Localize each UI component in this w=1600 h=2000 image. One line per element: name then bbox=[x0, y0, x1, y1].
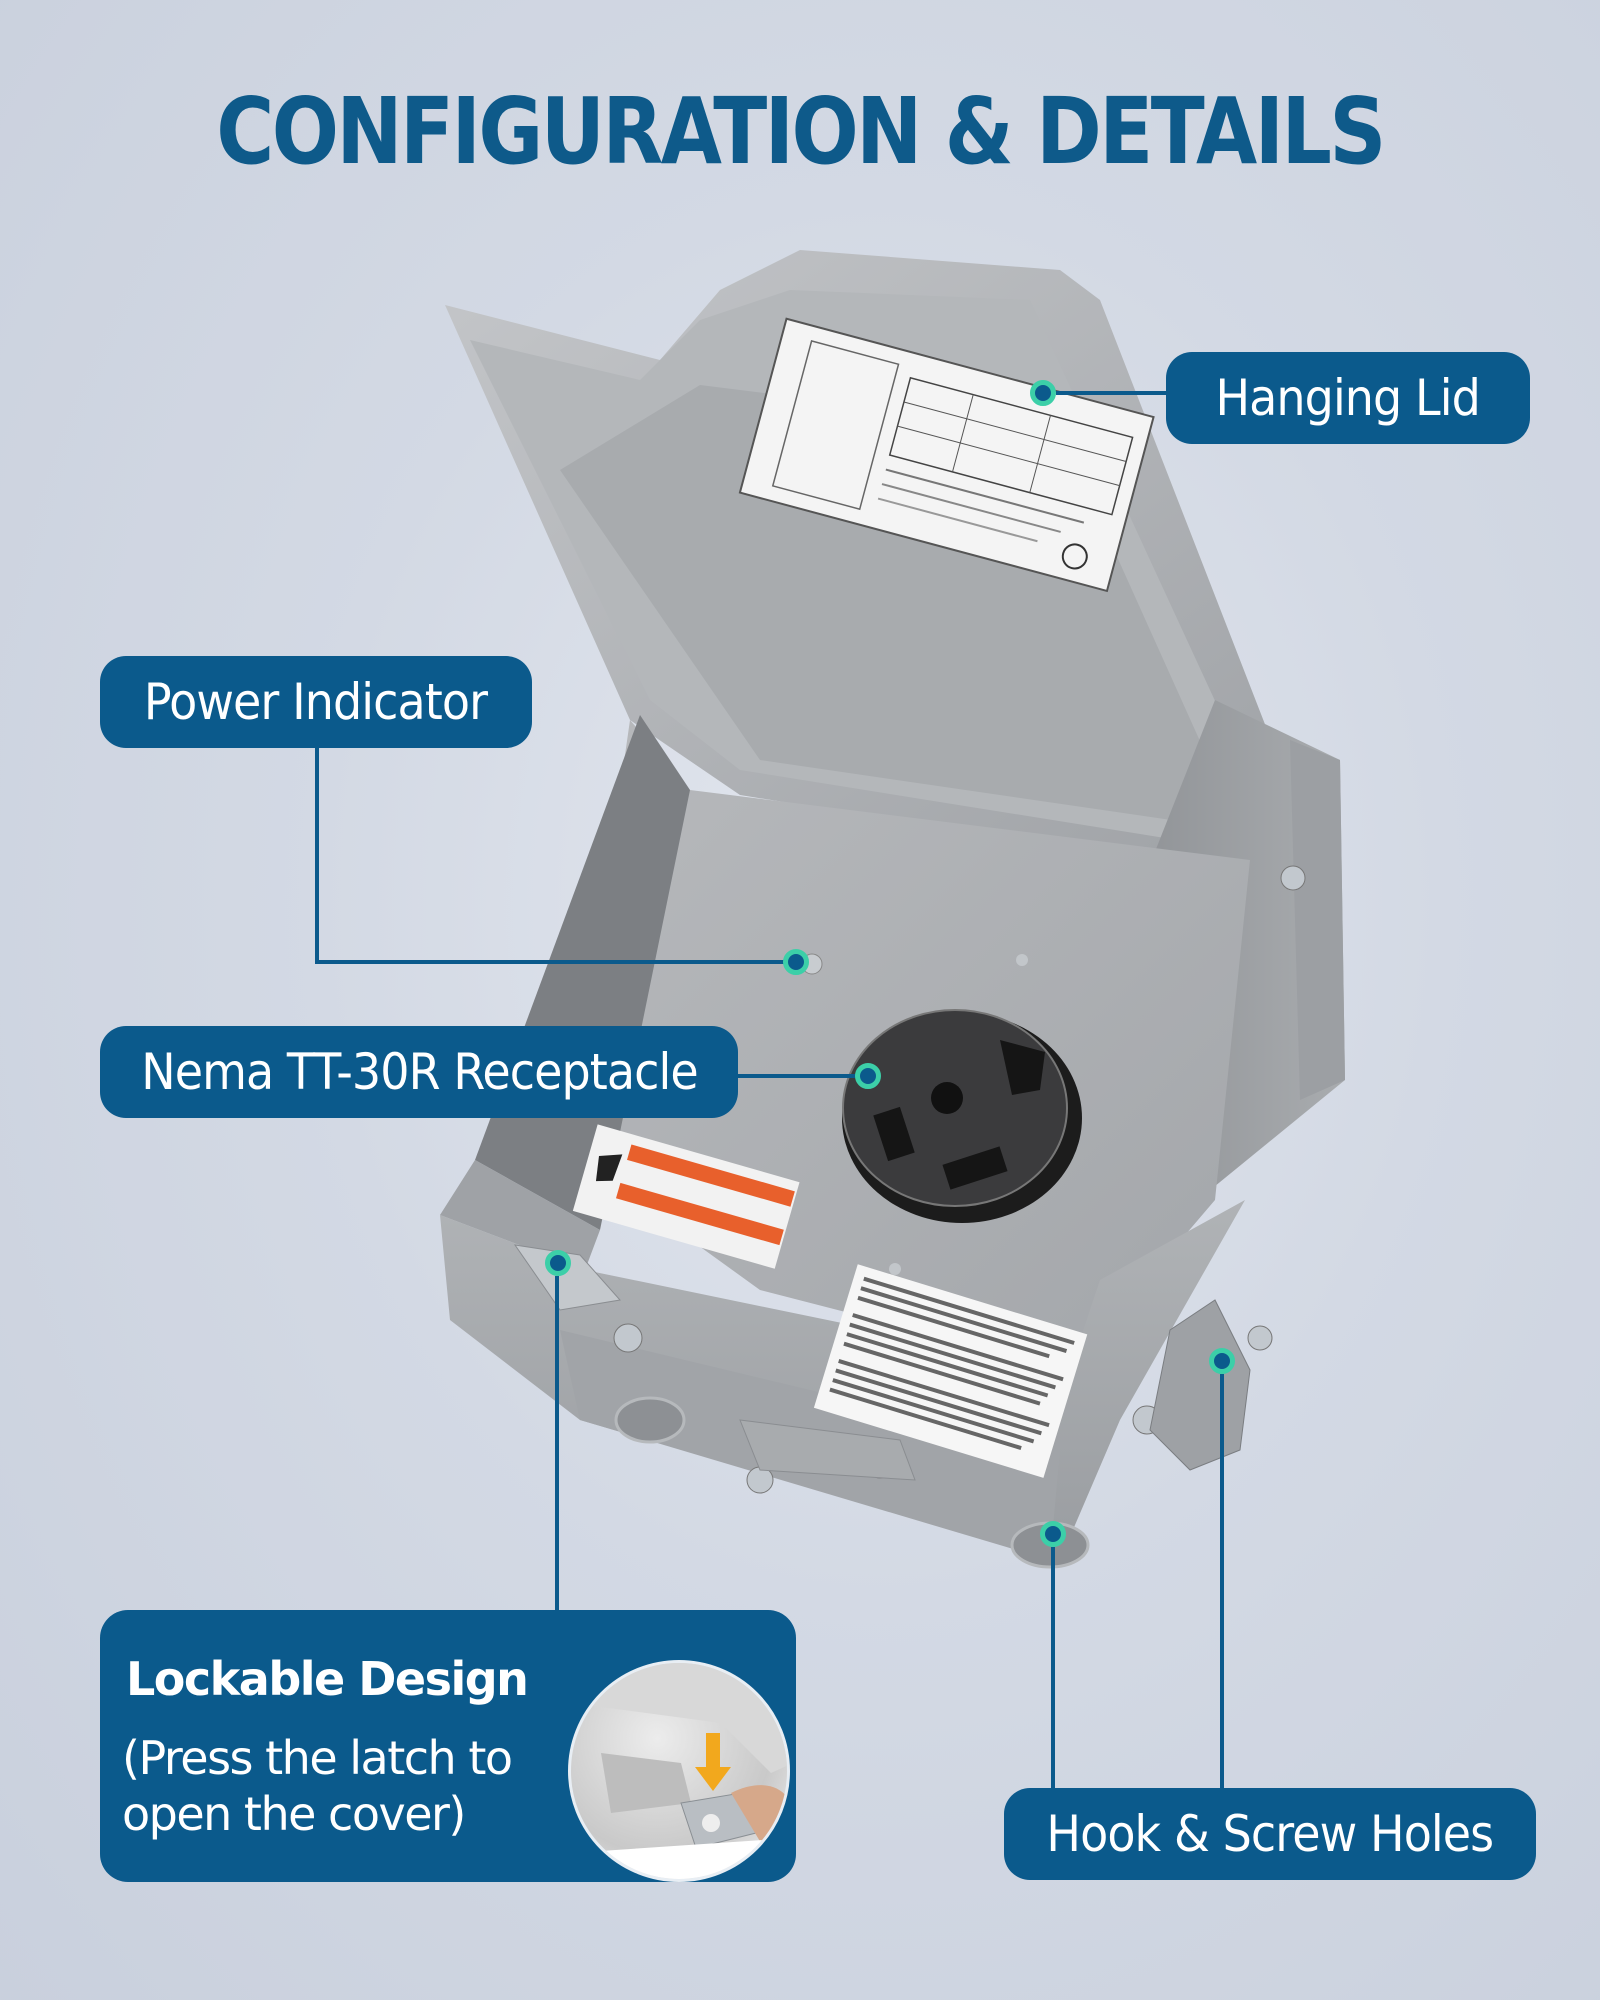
power-indicator-leader-horizontal bbox=[315, 960, 795, 964]
latch-closeup-image bbox=[568, 1660, 790, 1882]
callout-lockable-design: Lockable Design (Press the latch to open… bbox=[100, 1610, 796, 1882]
hook-hole-marker bbox=[1209, 1348, 1235, 1374]
callout-hanging-lid-label: Hanging Lid bbox=[1215, 369, 1481, 427]
lockable-design-description: (Press the latch to open the cover) bbox=[122, 1731, 513, 1841]
callout-power-indicator: Power Indicator bbox=[100, 656, 532, 748]
callout-receptacle: Nema TT-30R Receptacle bbox=[100, 1026, 738, 1118]
power-indicator-leader-vertical bbox=[315, 748, 319, 964]
screw-hole-marker bbox=[1040, 1521, 1066, 1547]
receptacle-marker bbox=[855, 1063, 881, 1089]
power-indicator-marker bbox=[783, 949, 809, 975]
receptacle-leader-line bbox=[738, 1074, 868, 1078]
lockable-latch-marker bbox=[545, 1250, 571, 1276]
callout-hook-screw-holes: Hook & Screw Holes bbox=[1004, 1788, 1536, 1880]
callout-hook-screw-holes-label: Hook & Screw Holes bbox=[1046, 1805, 1495, 1863]
page-title: CONFIGURATION & DETAILS bbox=[216, 78, 1386, 185]
hanging-lid-marker bbox=[1030, 380, 1056, 406]
callout-power-indicator-label: Power Indicator bbox=[144, 673, 488, 731]
screw-hole-leader-line bbox=[1051, 1547, 1055, 1789]
callout-hanging-lid: Hanging Lid bbox=[1166, 352, 1530, 444]
callout-receptacle-label: Nema TT-30R Receptacle bbox=[140, 1043, 698, 1101]
hanging-lid-leader-line bbox=[1056, 391, 1166, 395]
arrow-down-icon bbox=[706, 1733, 720, 1771]
lockable-design-title: Lockable Design bbox=[126, 1652, 529, 1706]
lockable-leader-line bbox=[555, 1276, 559, 1610]
hook-hole-leader-line bbox=[1220, 1374, 1224, 1789]
